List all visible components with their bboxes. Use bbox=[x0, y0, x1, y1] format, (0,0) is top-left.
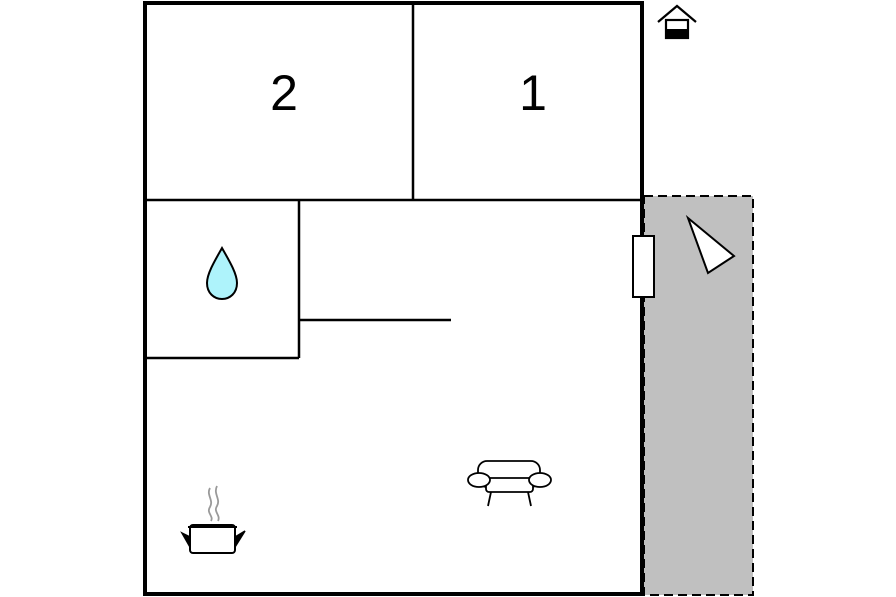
terrace-triangle-icon bbox=[685, 214, 736, 275]
door-icon bbox=[632, 235, 655, 298]
outer-wall bbox=[143, 1, 644, 596]
water-drop-icon bbox=[205, 245, 239, 301]
room-2-label: 2 bbox=[270, 65, 298, 121]
house-entrance-icon bbox=[657, 4, 697, 40]
terrace-area bbox=[643, 195, 754, 596]
cooking-pot-icon bbox=[180, 485, 246, 554]
sofa-icon bbox=[467, 460, 552, 507]
room-1-label: 1 bbox=[519, 65, 547, 121]
